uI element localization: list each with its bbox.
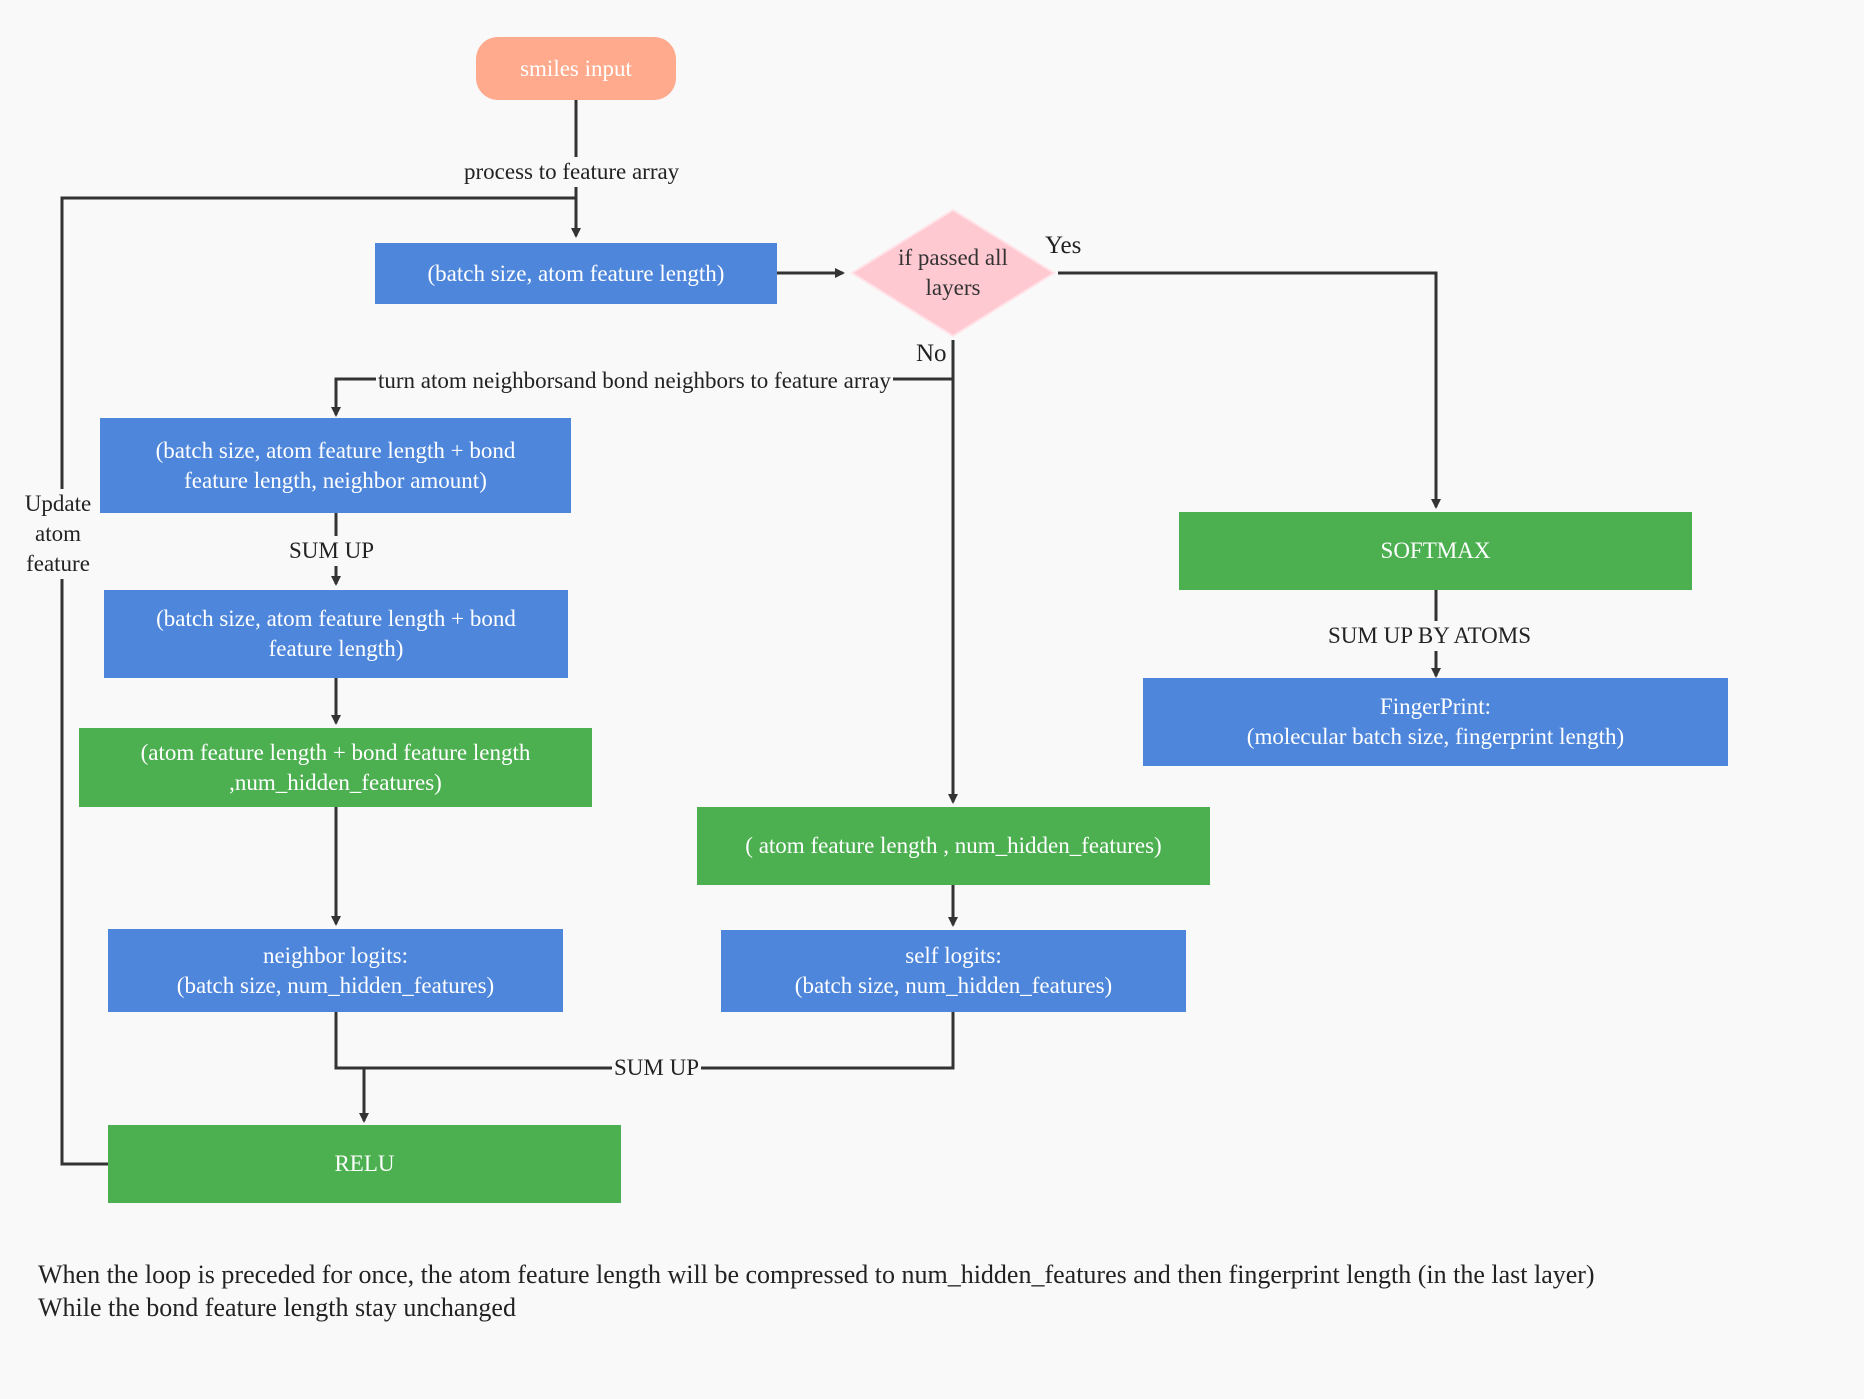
neighbor-weight-label: (atom feature length + bond feature leng…	[140, 739, 531, 795]
relu-label: RELU	[334, 1151, 395, 1176]
neighbor-logits-node: neighbor logits: (batch size, num_hidden…	[108, 929, 563, 1012]
self-weight-label: ( atom feature length , num_hidden_featu…	[745, 833, 1162, 858]
softmax-label: SOFTMAX	[1380, 538, 1491, 563]
summed-features-label: (batch size, atom feature length + bond …	[156, 606, 516, 661]
edge-neighbor-logits-to-relu	[334, 1012, 369, 1123]
decision-node: if passed all layers	[852, 210, 1054, 336]
fingerprint-node: FingerPrint: (molecular batch size, fing…	[1143, 678, 1728, 766]
atom-feature-label: (batch size, atom feature length)	[427, 260, 725, 286]
self-logits-node: self logits: (batch size, num_hidden_fea…	[721, 930, 1186, 1012]
self-logits-label: self logits: (batch size, num_hidden_fea…	[794, 943, 1113, 998]
decision-diamond	[850, 208, 1056, 338]
edge-label-yes: Yes	[1045, 232, 1082, 259]
fingerprint-label: FingerPrint: (molecular batch size, fing…	[1246, 694, 1625, 749]
edge-label-process: process to feature array	[462, 157, 682, 187]
smiles-input-label: smiles input	[520, 55, 632, 81]
edge-label-turn: turn atom neighborsand bond neighbors to…	[376, 366, 893, 396]
summed-features-node: (batch size, atom feature length + bond …	[104, 590, 568, 678]
neighbor-logits-label: neighbor logits: (batch size, num_hidden…	[176, 942, 495, 998]
neighbor-concat-label: (batch size, atom feature length + bond …	[155, 437, 516, 493]
edge-label-sum-up-by-atoms: SUM UP BY ATOMS	[1326, 621, 1534, 651]
softmax-node: SOFTMAX	[1179, 512, 1692, 590]
smiles-input-node: smiles input	[476, 37, 676, 100]
relu-node: RELU	[108, 1125, 621, 1203]
edge-label-no: No	[916, 340, 947, 367]
edge-self-logits-to-relu	[364, 1012, 955, 1070]
decision-label: if passed all layers	[898, 245, 1008, 300]
edge-label-sum-up-neighbors: SUM UP	[287, 536, 377, 566]
edge-relu-loop-back	[60, 196, 576, 1166]
atom-feature-node: (batch size, atom feature length)	[375, 243, 777, 304]
footnote: When the loop is preceded for once, the …	[38, 1260, 1595, 1322]
edge-decision-yes-to-softmax	[1058, 271, 1441, 509]
neighbor-weight-node: (atom feature length + bond feature leng…	[79, 728, 592, 807]
neighbor-concat-node: (batch size, atom feature length + bond …	[100, 418, 571, 513]
self-weight-node: ( atom feature length , num_hidden_featu…	[697, 807, 1210, 885]
edge-label-update-atom-feature: Update atom feature	[18, 489, 98, 579]
edge-label-sum-up-logits: SUM UP	[612, 1053, 702, 1083]
